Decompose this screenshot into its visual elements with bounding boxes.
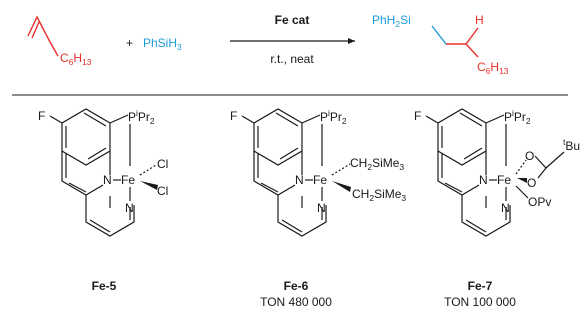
- carboxylate-oxygen-2: O: [527, 176, 536, 190]
- product-chain-bond: [446, 27, 479, 45]
- quinoline-nitrogen: N: [295, 173, 304, 187]
- pyridine-double-bonds: [89, 207, 131, 233]
- pyridine-ring: [461, 195, 511, 237]
- quinoline-upper-ring: [61, 108, 111, 166]
- pivalate-ligand: OPv: [528, 195, 551, 209]
- catalyst-label: Fe cat: [275, 13, 310, 27]
- product-silyl-group: PhH2Si: [372, 13, 411, 29]
- carboxylate-oxygen-1: O: [525, 149, 534, 163]
- complex-fe-6: F PiPr2 N Fe N CH2SiMe3 CH2SiMe3 Fe-6 TO…: [230, 108, 406, 309]
- fluorine-label: F: [230, 109, 237, 123]
- phosphine-group: PiPr2: [128, 108, 155, 126]
- alkene-double-bond: [31, 21, 40, 39]
- alkyl-hashed-bond: [331, 163, 351, 176]
- product-hydrogen: H: [475, 13, 484, 27]
- plus-sign: +: [126, 36, 133, 50]
- conditions-label: r.t., neat: [270, 52, 314, 66]
- quinoline-upper-ring-double-bonds: [257, 112, 299, 160]
- complex-fe-5: F PiPr2 N Fe N Cl Cl Fe-5: [38, 108, 168, 293]
- product-chain-bond-2: [465, 43, 479, 58]
- product-substituent: C6H13: [477, 60, 509, 76]
- quinoline-lower-double-bonds: [65, 154, 87, 193]
- silane-reactant: PhSiH3: [143, 36, 182, 52]
- chloride-2: Cl: [157, 184, 168, 198]
- quinoline-lower-ring: [253, 151, 303, 196]
- carboxylate-wedge-bond: [517, 178, 527, 183]
- fe-6-ton: TON 480 000: [260, 295, 332, 309]
- chloride-1: Cl: [157, 157, 168, 171]
- iron-center: Fe: [121, 173, 135, 187]
- fluorine-label: F: [38, 109, 45, 123]
- quinoline-upper-ring-double-bonds: [65, 112, 107, 160]
- pyridine-ring: [85, 195, 135, 237]
- product-si-bond: [431, 25, 447, 45]
- fluorine-label: F: [414, 109, 421, 123]
- alkyl-ligand-1: CH2SiMe3: [350, 156, 404, 172]
- quinoline-upper-ring: [437, 108, 487, 166]
- phosphorus-bond: [485, 114, 505, 124]
- complex-fe-7: F PiPr2 N Fe N O O tBu OPv Fe-7 TON 100 …: [414, 108, 580, 309]
- fe-6-name: Fe-6: [284, 279, 309, 293]
- quinoline-upper-ring-double-bonds: [441, 112, 483, 160]
- pyridine-nitrogen: N: [317, 201, 326, 215]
- quinoline-lower-double-bonds: [257, 154, 279, 193]
- quinoline-nitrogen: N: [479, 173, 488, 187]
- quinoline-lower-ring: [61, 151, 111, 196]
- phosphine-group: PiPr2: [504, 108, 531, 126]
- quinoline-upper-ring: [253, 108, 303, 166]
- pyridine-double-bonds: [281, 207, 323, 233]
- alkyl-ligand-2: CH2SiMe3: [352, 187, 406, 203]
- cl-hashed-bond: [139, 164, 157, 176]
- phosphine-group: PiPr2: [320, 108, 347, 126]
- iron-center: Fe: [497, 173, 511, 187]
- pyridine-ring: [277, 195, 327, 237]
- alkene-bond: [27, 15, 59, 57]
- carboxylate-hashed-bond: [515, 159, 527, 175]
- quinoline-nitrogen: N: [103, 173, 112, 187]
- pyridine-double-bonds: [465, 207, 507, 233]
- phosphorus-bond: [301, 114, 321, 124]
- fluorine-bond: [241, 115, 255, 124]
- alkyl-wedge-bond: [332, 181, 351, 192]
- alkene-substituent: C6H13: [60, 51, 92, 67]
- quinoline-lower-ring: [437, 151, 487, 196]
- iron-center: Fe: [313, 173, 327, 187]
- alkene-reactant: C6H13: [27, 15, 92, 67]
- fe-7-name: Fe-7: [468, 279, 493, 293]
- fe-7-ton: TON 100 000: [444, 295, 516, 309]
- fluorine-bond: [425, 115, 439, 124]
- pyridine-nitrogen: N: [501, 201, 510, 215]
- quinoline-lower-double-bonds: [441, 154, 463, 193]
- opv-bond: [515, 185, 529, 199]
- fe-5-name: Fe-5: [92, 279, 117, 293]
- fluorine-bond: [49, 115, 63, 124]
- pyridine-nitrogen: N: [125, 201, 134, 215]
- tert-butyl-group: tBu: [563, 137, 580, 153]
- carboxylate-bonds: [534, 151, 565, 179]
- cl-wedge-bond: [140, 181, 158, 190]
- phosphorus-bond: [109, 114, 129, 124]
- product: PhH2Si H C6H13: [372, 13, 509, 76]
